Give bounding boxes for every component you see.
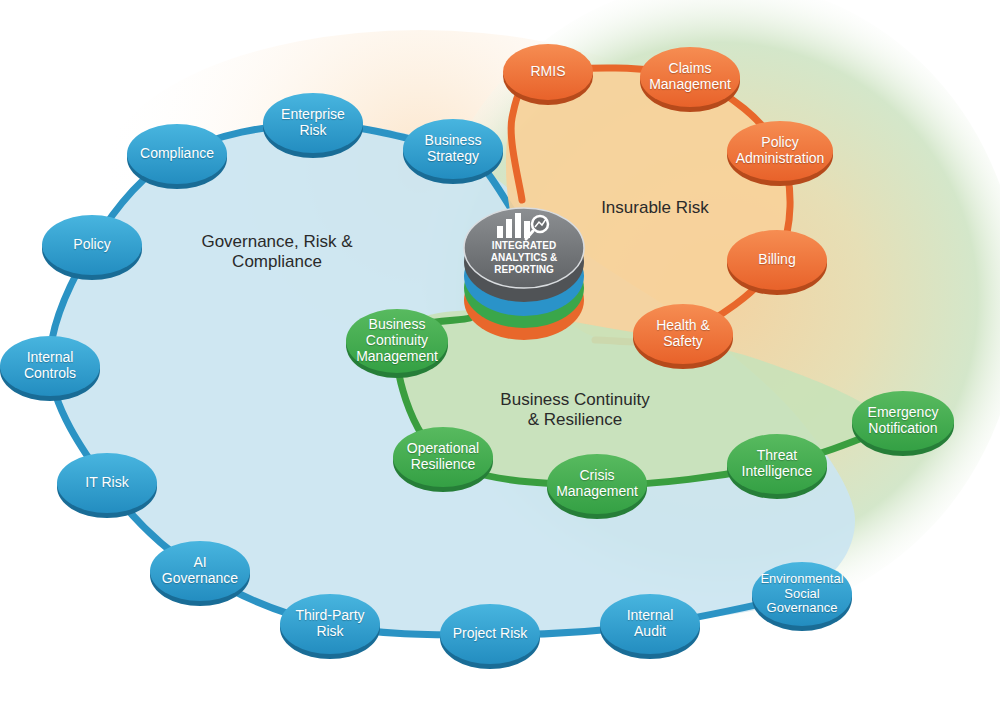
label-wrap: RMIS xyxy=(502,42,594,102)
module-circle: Business Strategy xyxy=(402,117,504,183)
module-circle: Compliance xyxy=(126,122,228,188)
circle-face xyxy=(640,47,740,107)
module-label: Crisis Management xyxy=(552,468,642,499)
circle-face xyxy=(42,215,142,275)
region-title: Governance, Risk & Compliance xyxy=(198,232,356,273)
label-wrap: Policy Administration xyxy=(726,119,834,183)
label-wrap: Business Continuity Management xyxy=(345,307,449,375)
label-wrap: Policy xyxy=(41,213,143,277)
circle-face xyxy=(263,93,363,153)
circle-face xyxy=(633,304,733,364)
chart-bar xyxy=(515,213,521,238)
module-circle: Health & Safety xyxy=(632,302,734,368)
module-label: AI Governance xyxy=(158,555,242,586)
module-label: Operational Resilience xyxy=(398,441,488,472)
magnifier-trend xyxy=(535,219,546,227)
label-wrap: Enterprise Risk xyxy=(262,91,364,155)
module-label: Policy Administration xyxy=(732,135,828,166)
region-ring xyxy=(396,318,903,485)
label-wrap: Crisis Management xyxy=(546,452,648,516)
magnifier-lens xyxy=(532,216,548,232)
circle-face xyxy=(0,336,100,396)
module-label: Claims Management xyxy=(645,61,735,92)
module-label: RMIS xyxy=(503,64,593,80)
chart-bar xyxy=(506,219,512,238)
label-wrap: Operational Resilience xyxy=(392,425,494,489)
circle-face xyxy=(127,124,227,184)
circle-face xyxy=(403,119,503,179)
circle-face xyxy=(727,230,827,290)
label-wrap: Third-Party Risk xyxy=(279,592,381,656)
label-wrap: Internal Controls xyxy=(0,334,101,398)
module-circle: Third-Party Risk xyxy=(279,592,381,658)
module-label: Emergency Notification xyxy=(858,405,948,436)
label-wrap: IT Risk xyxy=(56,451,158,515)
module-circle: Environmental Social Governance xyxy=(751,560,853,630)
circle-face xyxy=(57,453,157,513)
magnifier-handle xyxy=(526,231,533,239)
disk-label: INTEGRATED ANALYTICS & REPORTING xyxy=(476,240,572,276)
label-wrap: Emergency Notification xyxy=(851,389,955,453)
label-wrap: Billing xyxy=(726,228,828,292)
disk-face xyxy=(464,208,584,288)
circle-face xyxy=(150,541,250,601)
module-circle: Internal Audit xyxy=(599,592,701,658)
circle-face xyxy=(752,562,852,626)
module-label: Compliance xyxy=(132,146,222,162)
module-circle: Crisis Management xyxy=(546,452,648,518)
module-circle: Operational Resilience xyxy=(392,425,494,491)
circle-face xyxy=(852,391,954,451)
module-label: Health & Safety xyxy=(638,318,728,349)
module-label: Third-Party Risk xyxy=(285,608,375,639)
circle-face xyxy=(280,594,380,654)
label-wrap: Compliance xyxy=(126,122,228,186)
module-circle: Project Risk xyxy=(439,602,541,668)
module-circle: Policy xyxy=(41,213,143,279)
module-label: Business Continuity Management xyxy=(352,317,442,364)
module-circle: Claims Management xyxy=(639,45,741,111)
module-label: Project Risk xyxy=(445,626,535,642)
label-wrap: AI Governance xyxy=(149,539,251,603)
circle-face xyxy=(503,44,593,100)
module-label: Environmental Social Governance xyxy=(756,572,848,616)
label-wrap: Business Strategy xyxy=(402,117,504,181)
chart-bar xyxy=(497,226,503,238)
module-label: Internal Audit xyxy=(612,608,688,639)
label-wrap: Threat Intelligence xyxy=(726,432,828,496)
circle-face xyxy=(346,309,448,373)
module-circle: Emergency Notification xyxy=(851,389,955,455)
label-wrap: Project Risk xyxy=(439,602,541,666)
module-label: Policy xyxy=(47,237,137,253)
label-wrap: Environmental Social Governance xyxy=(751,560,853,628)
label-wrap: Internal Audit xyxy=(599,592,701,656)
module-label: Enterprise Risk xyxy=(268,107,358,138)
module-label: Threat Intelligence xyxy=(732,448,822,479)
region-title: Business Continuity & Resilience xyxy=(496,390,654,431)
module-circle: Internal Controls xyxy=(0,334,101,400)
module-circle: RMIS xyxy=(502,42,594,104)
analytics-disk: INTEGRATED ANALYTICS & REPORTING xyxy=(462,198,586,348)
circle-face xyxy=(547,454,647,514)
module-label: Business Strategy xyxy=(408,133,498,164)
circle-face xyxy=(393,427,493,487)
label-wrap: Claims Management xyxy=(639,45,741,109)
module-circle: Enterprise Risk xyxy=(262,91,364,157)
circle-face xyxy=(727,121,833,181)
module-circle: Threat Intelligence xyxy=(726,432,828,498)
module-circle: AI Governance xyxy=(149,539,251,605)
module-circle: IT Risk xyxy=(56,451,158,517)
module-circle: Business Continuity Management xyxy=(345,307,449,377)
label-wrap: Health & Safety xyxy=(632,302,734,366)
region-title: Insurable Risk xyxy=(580,198,730,218)
circle-face xyxy=(727,434,827,494)
module-circle: Billing xyxy=(726,228,828,294)
module-label: Billing xyxy=(732,252,822,268)
module-label: IT Risk xyxy=(62,475,152,491)
module-circle: Policy Administration xyxy=(726,119,834,185)
circle-face xyxy=(440,604,540,664)
circle-face xyxy=(600,594,700,654)
module-label: Internal Controls xyxy=(5,350,95,381)
